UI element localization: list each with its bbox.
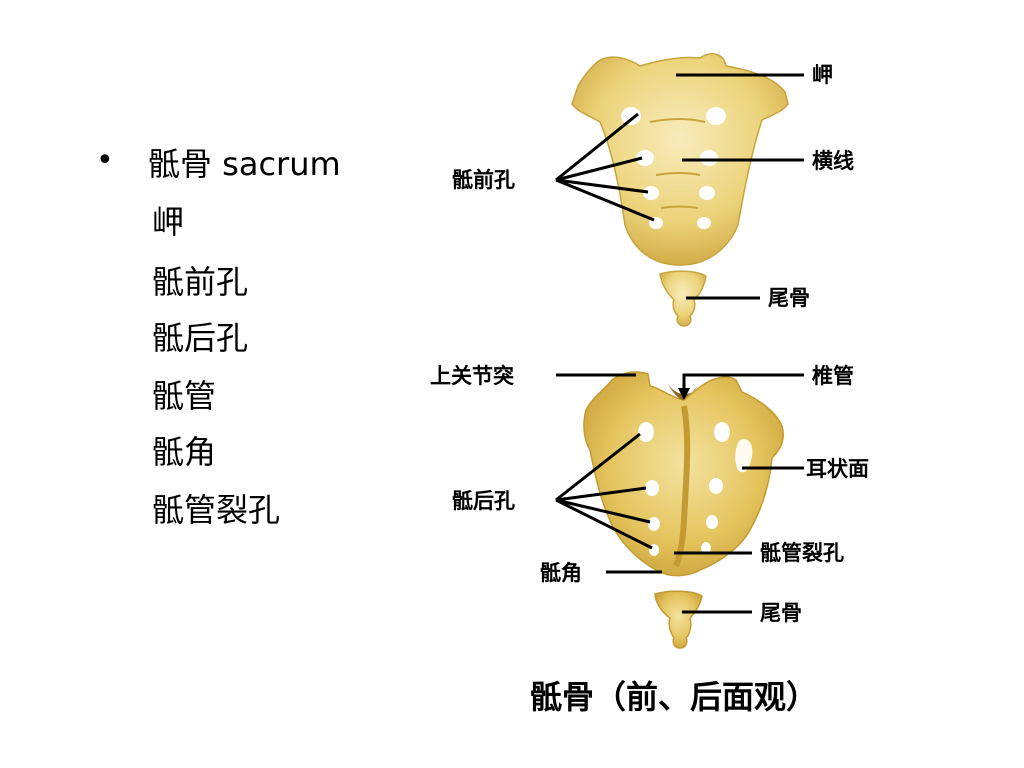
label-superior-articular-process: 上关节突 — [430, 364, 514, 388]
anterior-foramina — [621, 107, 726, 229]
figure-caption: 骶骨（前、后面观） — [530, 678, 818, 716]
sacrum-anterior-view — [571, 53, 789, 327]
sacrum-posterior-view — [583, 371, 784, 649]
list-item-sacral-cornu: 骶角 — [152, 433, 217, 471]
label-anterior-foramina: 骶前孔 — [452, 168, 515, 192]
posterior-foramina — [638, 422, 730, 556]
bullet-marker: • — [96, 143, 114, 178]
list-item-sacral-canal: 骶管 — [152, 377, 217, 415]
label-promontory: 岬 — [812, 63, 833, 87]
posterior-leader-lines — [555, 373, 804, 614]
label-sacral-hiatus: 骶管裂孔 — [760, 541, 844, 565]
label-auricular-surface: 耳状面 — [806, 457, 869, 481]
list-item-promontory: 岬 — [152, 203, 185, 241]
label-sacral-cornu: 骶角 — [540, 561, 582, 585]
label-coccyx-posterior: 尾骨 — [760, 601, 802, 625]
list-item-posterior-foramina: 骶后孔 — [152, 319, 249, 357]
bullet-title: 骶骨 sacrum — [148, 145, 341, 183]
list-item-sacral-hiatus: 骶管裂孔 — [152, 491, 281, 529]
label-transverse-line: 横线 — [812, 149, 854, 173]
list-item-anterior-foramina: 骶前孔 — [152, 263, 249, 301]
label-posterior-foramina: 骶后孔 — [452, 489, 515, 513]
coccyx-anterior-bone — [659, 270, 707, 327]
anterior-leader-lines — [555, 73, 804, 300]
coccyx-posterior-bone — [654, 590, 703, 649]
label-vertebral-canal: 椎管 — [812, 364, 854, 388]
sacrum-anterior-bone — [571, 53, 789, 266]
label-coccyx-anterior: 尾骨 — [768, 286, 810, 310]
